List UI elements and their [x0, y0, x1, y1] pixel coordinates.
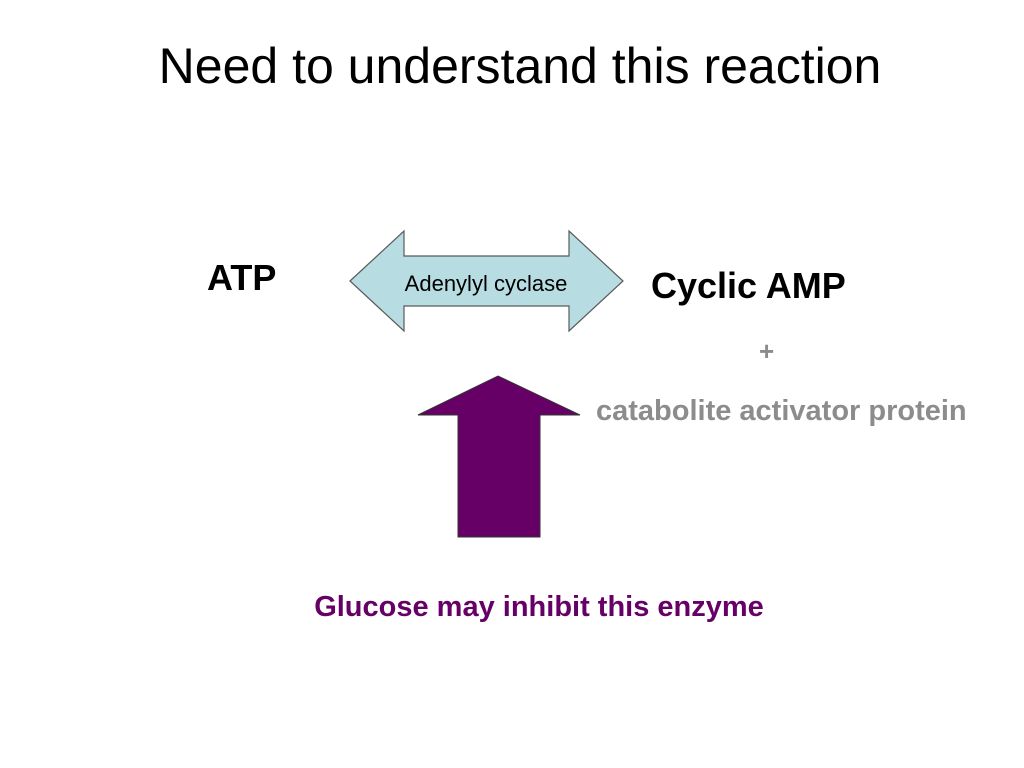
slide-title: Need to understand this reaction: [158, 38, 882, 94]
enzyme-double-arrow: [349, 229, 624, 333]
catabolite-activator-protein-label: catabolite activator protein: [596, 395, 967, 427]
cyclic-amp-label: Cyclic AMP: [651, 265, 846, 306]
atp-label: ATP: [207, 257, 277, 298]
inhibition-up-arrow: [417, 375, 581, 538]
plus-sign: +: [759, 336, 775, 366]
enzyme-label: Adenylyl cyclase: [405, 271, 568, 296]
glucose-note: Glucose may inhibit this enzyme: [314, 591, 764, 623]
